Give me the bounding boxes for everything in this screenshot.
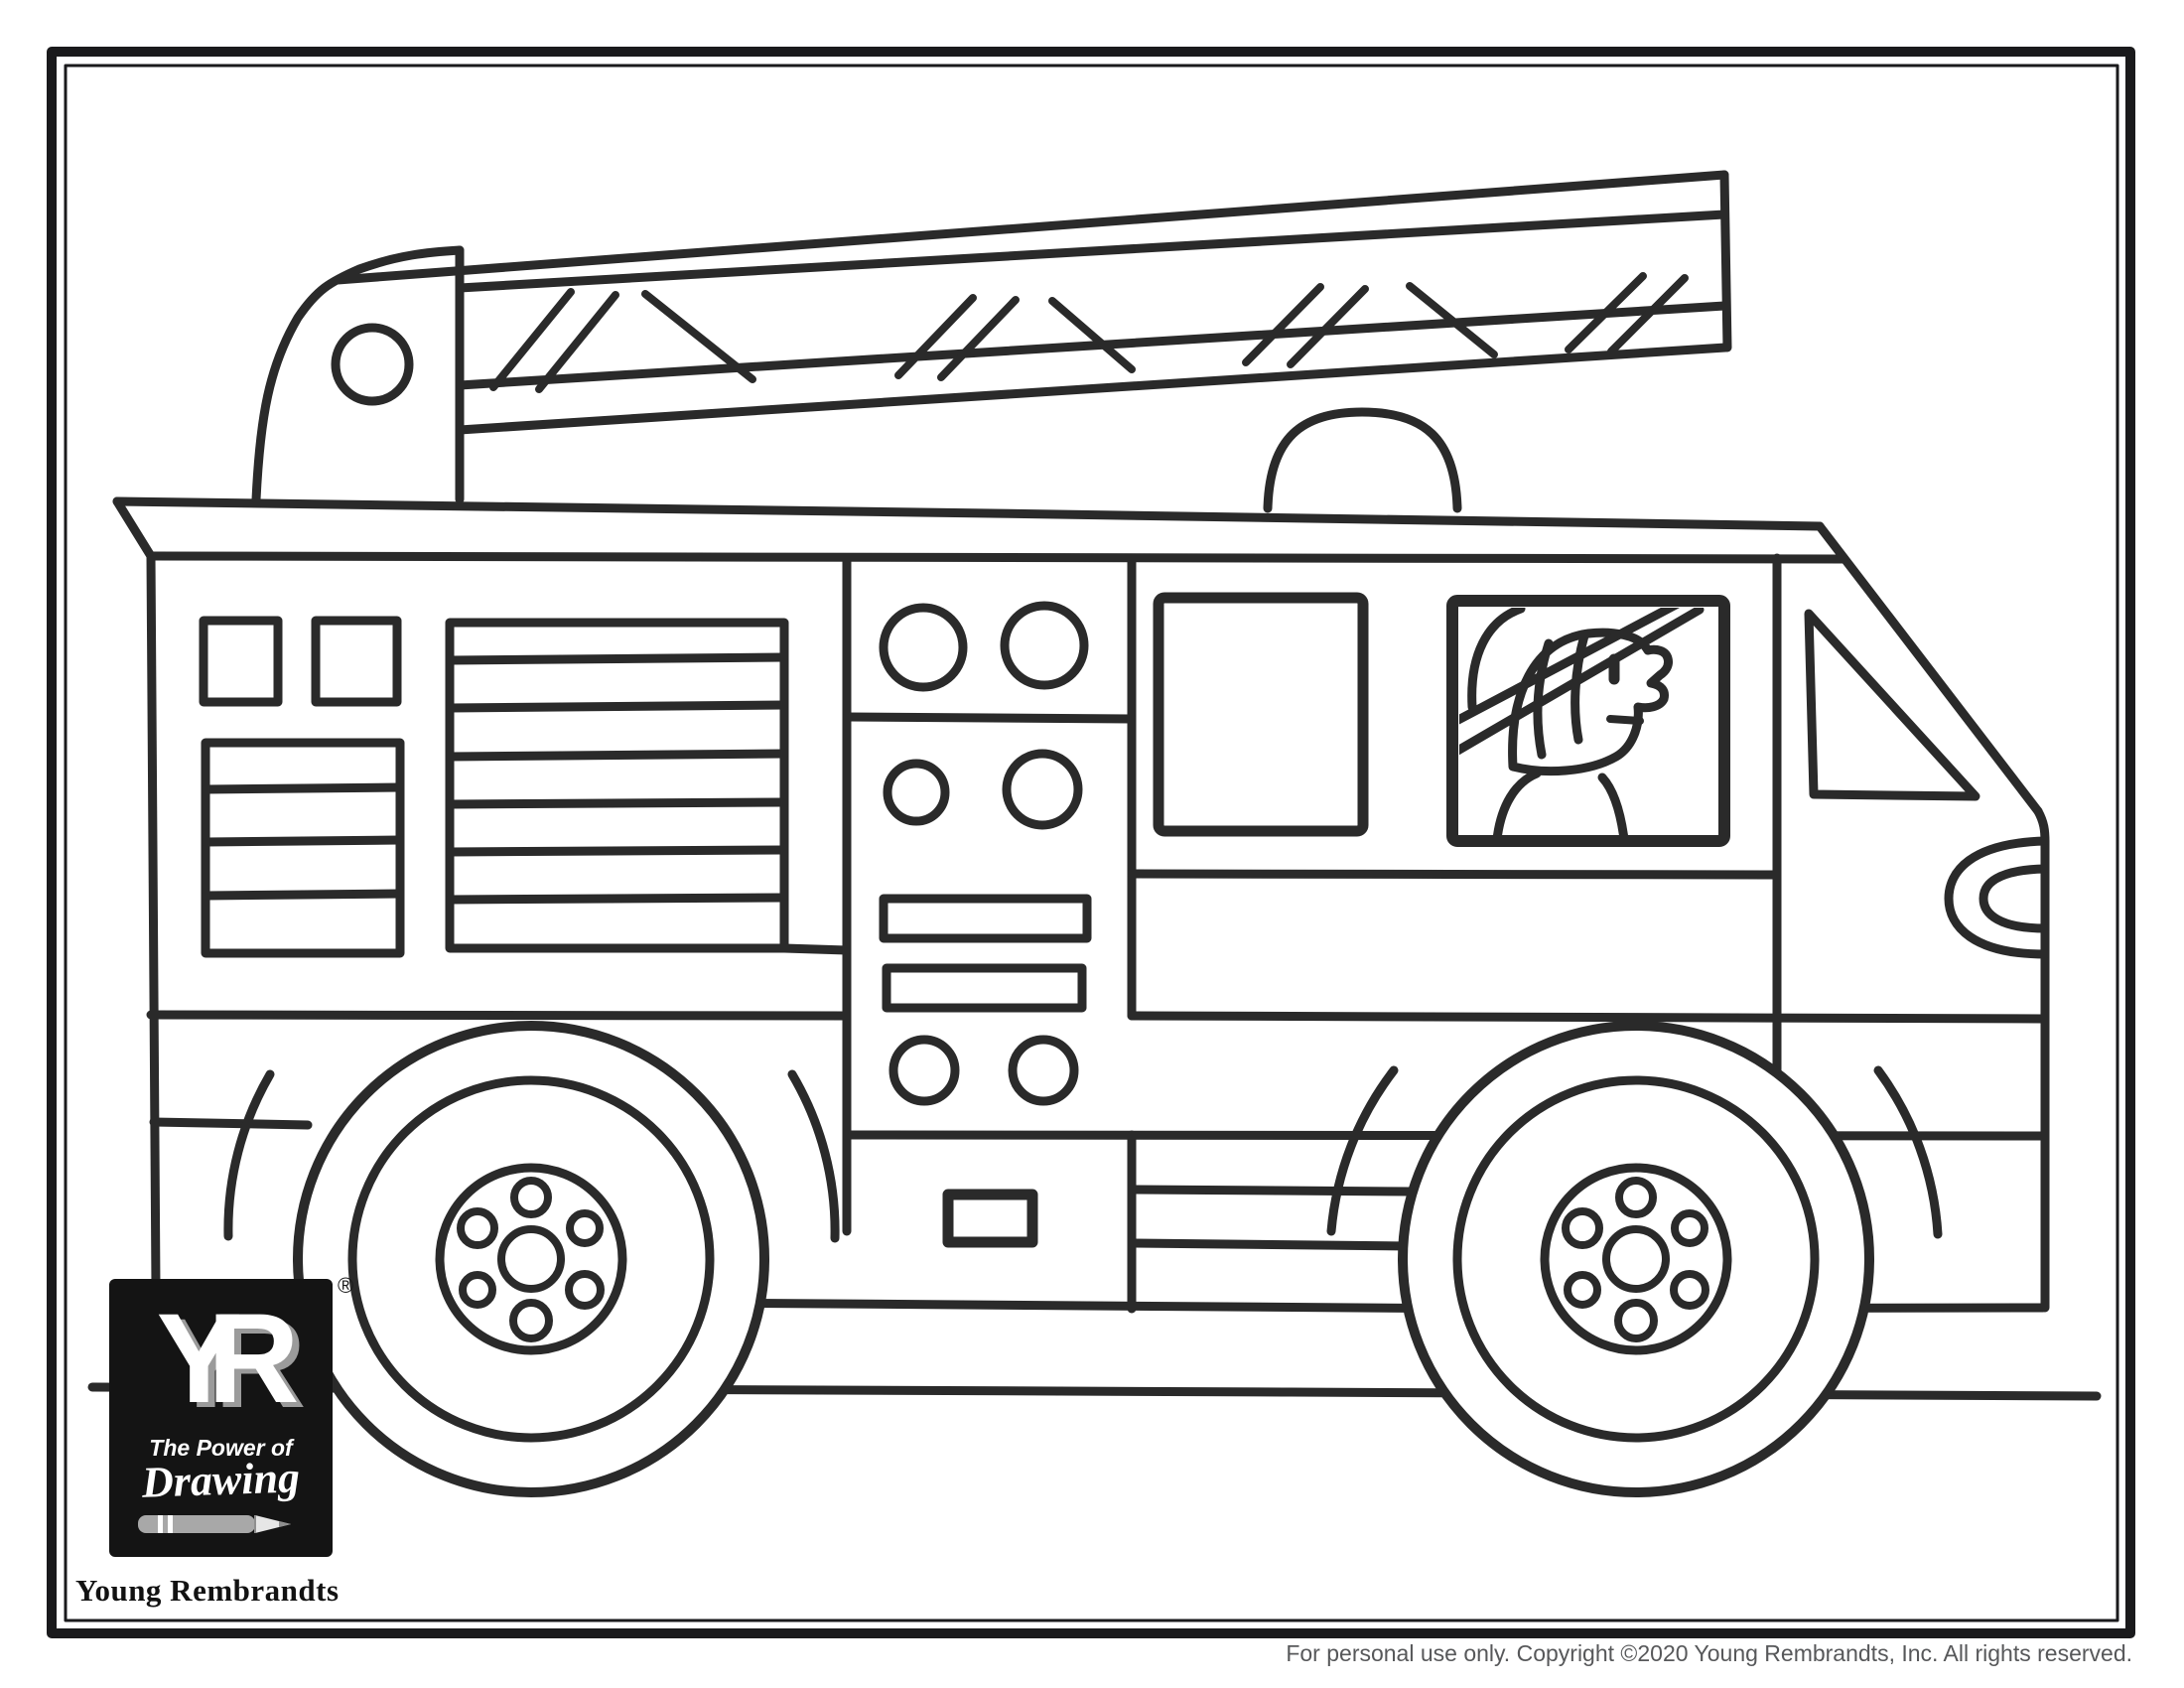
ladder-base-mount: [251, 245, 465, 504]
logo-monogram: YR: [156, 1288, 300, 1430]
louver-vent-panel: [201, 738, 405, 958]
firefighter-driver: [1459, 608, 1705, 835]
rear-wheel-arch: [787, 1069, 840, 1243]
panel-slot-1: [879, 894, 1092, 943]
panel-slot-2: [882, 963, 1087, 1013]
driver-mouth: [1606, 715, 1644, 725]
control-panel: [842, 601, 1137, 1106]
helmet-brim-top: [1459, 608, 1681, 725]
driver-window: [1446, 595, 1730, 847]
driver-shoulder-right: [1597, 773, 1628, 835]
storage-squares: [199, 616, 402, 707]
windshield-window: [1804, 609, 1980, 801]
ladder-pivot-circle: [331, 323, 414, 406]
helmet-edge: [1533, 638, 1554, 760]
striped-compartment: [445, 618, 852, 955]
rear-hub: [435, 1163, 627, 1355]
front-wheel-arch: [1326, 1065, 1399, 1236]
helmet-crown: [1467, 608, 1526, 712]
front-axle: [1602, 1225, 1670, 1293]
helmet-strap: [1570, 631, 1589, 745]
logo-tagline-line1: The Power of: [149, 1435, 293, 1461]
rear-rim: [347, 1075, 715, 1443]
ladder-braces: [489, 272, 1689, 393]
front-edge: [2033, 806, 2050, 1313]
young-rembrandts-logo: YR The Power of Drawing: [109, 1279, 333, 1557]
driver-shoulder-left: [1493, 769, 1542, 835]
page-border: [47, 47, 2135, 1638]
rear-lug-nuts: [457, 1177, 605, 1342]
pencil-icon: [137, 1515, 291, 1533]
ladder-end-cap: [1719, 170, 1732, 352]
emergency-light: [1263, 407, 1462, 513]
front-lug-nuts: [1562, 1177, 1709, 1342]
headlight: [1944, 836, 2050, 959]
copyright-notice: For personal use only. Copyright ©2020 Y…: [1286, 1640, 2132, 1666]
equipment-door: [1153, 592, 1369, 837]
front-rim: [1452, 1075, 1820, 1443]
extension-ladder: [333, 170, 1732, 435]
logo-tagline-line2: Drawing: [141, 1453, 301, 1507]
rear-wheel: [293, 1021, 769, 1497]
registered-trademark-symbol: ®: [338, 1273, 354, 1298]
windshield-slant: [1815, 521, 2043, 816]
rear-axle: [497, 1225, 565, 1293]
brand-name-text: Young Rembrandts: [75, 1573, 340, 1608]
front-hub: [1540, 1163, 1732, 1355]
front-wheel: [1398, 1021, 1874, 1497]
step-handle: [942, 1189, 1038, 1248]
